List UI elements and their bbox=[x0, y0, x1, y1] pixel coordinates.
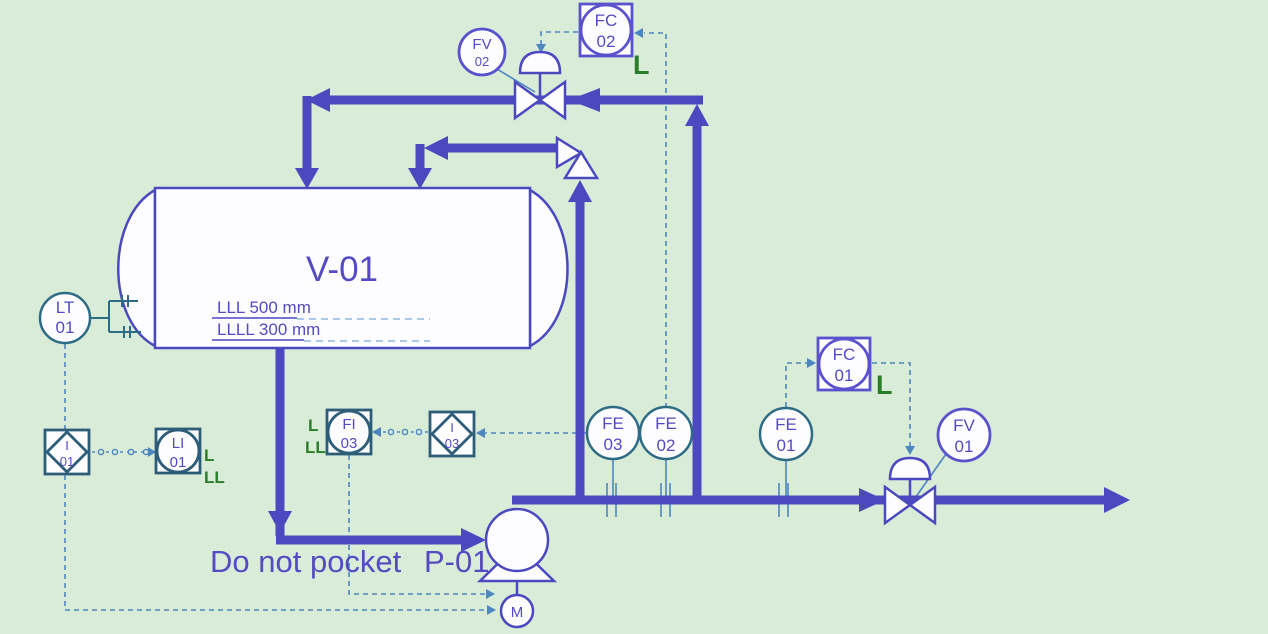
fc01-line1: FC bbox=[833, 345, 856, 364]
arrow-into-fv01-actuator bbox=[905, 446, 915, 455]
fv02-leader bbox=[496, 68, 536, 93]
fv01-actuator-dome bbox=[888, 456, 932, 481]
fv02-actuator-dome bbox=[518, 50, 562, 75]
pump-tag: P-01 bbox=[424, 544, 489, 579]
control-valve-fv02[interactable] bbox=[513, 50, 567, 121]
vessel-level-llll: LLLL 300 mm bbox=[217, 320, 320, 339]
motor-circle bbox=[499, 593, 535, 629]
lt01-taps bbox=[90, 295, 141, 338]
arrow-into-vessel-2 bbox=[408, 168, 432, 189]
pump-casing bbox=[484, 507, 550, 573]
flow-arrow-outlet bbox=[1104, 487, 1130, 513]
fi03-alarm-ll: LL bbox=[305, 438, 326, 457]
instrument-fe03[interactable]: FE 03 bbox=[585, 405, 641, 461]
li01-alarm-l: L bbox=[204, 446, 214, 465]
instrument-fi03[interactable]: FI 03 L LL bbox=[305, 408, 373, 457]
fe03-line2: 03 bbox=[604, 435, 623, 454]
signal-fc02-fv02 bbox=[540, 31, 578, 45]
i03-diamond bbox=[430, 412, 474, 456]
instrument-fe01[interactable]: FE 01 bbox=[758, 406, 814, 462]
flow-arrow-into-pump bbox=[461, 528, 486, 552]
arrow-into-motor-low bbox=[487, 605, 496, 615]
fi03-line1: FI bbox=[342, 416, 355, 433]
flow-arrow-left-minflow bbox=[424, 136, 448, 160]
li01-line1: LI bbox=[172, 435, 185, 452]
arrow-into-vessel-1 bbox=[295, 168, 319, 189]
arrow-into-motor-high bbox=[486, 589, 495, 599]
i03-line1: I bbox=[450, 420, 454, 435]
i03-line2: 03 bbox=[445, 436, 459, 451]
fv02-line2: 02 bbox=[475, 54, 489, 69]
fe02-line1: FE bbox=[655, 414, 677, 433]
fv02-body-left bbox=[513, 79, 543, 121]
fv02-body-right bbox=[537, 79, 567, 121]
vessel-tag: V-01 bbox=[306, 250, 378, 289]
fv02-line1: FV bbox=[472, 36, 491, 53]
fi03-alarm-l: L bbox=[308, 416, 318, 435]
vessel-v01[interactable]: V-01 LLL 500 mm LLLL 300 mm bbox=[117, 186, 569, 350]
fe03-line1: FE bbox=[602, 414, 624, 433]
controller-fc02[interactable]: FC 02 L bbox=[578, 2, 650, 80]
vessel-level-lll: LLL 500 mm bbox=[217, 298, 311, 317]
fv01-line2: 01 bbox=[955, 437, 974, 456]
arrow-into-fc02 bbox=[634, 28, 643, 38]
arrow-into-li01 bbox=[148, 447, 156, 457]
do-not-pocket-note: Do not pocket bbox=[210, 544, 402, 579]
fc01-alarm-l: L bbox=[876, 370, 893, 400]
instrument-lt01[interactable]: LT 01 bbox=[38, 291, 92, 345]
check-valve-bottom-triangle bbox=[562, 149, 600, 180]
fe01-line1: FE bbox=[775, 415, 797, 434]
fc02-line1: FC bbox=[595, 11, 618, 30]
fi03-line2: 03 bbox=[341, 435, 358, 452]
fc02-alarm-l: L bbox=[633, 50, 650, 80]
interlock-i03[interactable]: I 03 bbox=[428, 410, 476, 458]
li01-alarm-ll: LL bbox=[204, 468, 225, 487]
check-valve-minflow[interactable] bbox=[555, 135, 600, 180]
lt01-line2: 01 bbox=[56, 318, 75, 337]
instrument-li01[interactable]: LI 01 L LL bbox=[154, 427, 225, 487]
motor-label: M bbox=[511, 604, 524, 621]
flow-arrow-up-riser bbox=[685, 104, 709, 126]
arrow-into-fv02-actuator bbox=[536, 44, 546, 53]
control-valve-fv01[interactable] bbox=[883, 456, 937, 526]
arrow-into-fc01 bbox=[807, 358, 816, 368]
fc02-line2: 02 bbox=[597, 32, 616, 51]
signal-fe01-fc01 bbox=[785, 362, 808, 407]
interlock-i01[interactable]: I 01 bbox=[43, 428, 91, 476]
instrument-fv01[interactable]: FV 01 bbox=[936, 407, 992, 463]
fv01-body-right bbox=[907, 484, 937, 526]
signal-i01-motor bbox=[64, 475, 493, 611]
i01-line1: I bbox=[65, 438, 69, 453]
flow-arrow-down-outlet bbox=[268, 511, 292, 533]
i01-line2: 01 bbox=[60, 454, 74, 469]
flow-arrow-into-fv01 bbox=[859, 488, 885, 512]
fv01-line1: FV bbox=[953, 416, 975, 435]
check-valve-left-triangle bbox=[555, 135, 584, 170]
fe02-line2: 02 bbox=[657, 436, 676, 455]
flow-arrow-into-fv02 bbox=[569, 88, 600, 112]
signal-lines bbox=[60, 28, 915, 615]
vessel-left-head bbox=[117, 187, 157, 349]
i01-diamond bbox=[45, 430, 89, 474]
pump-p01[interactable] bbox=[476, 507, 558, 595]
fc01-line2: 01 bbox=[835, 366, 854, 385]
instrument-fv02[interactable]: FV 02 bbox=[457, 27, 507, 77]
fv01-body-left bbox=[883, 484, 913, 526]
flow-arrow-up-minflow bbox=[568, 180, 592, 202]
signal-fe02-fc02 bbox=[644, 32, 667, 408]
signal-fc01-fv01 bbox=[872, 362, 911, 446]
flow-arrow-left-top bbox=[306, 88, 330, 112]
arrow-into-fi03 bbox=[372, 427, 381, 437]
motor-m[interactable]: M bbox=[499, 593, 535, 629]
controller-fc01[interactable]: FC 01 L bbox=[816, 336, 893, 400]
li01-line2: 01 bbox=[170, 454, 187, 471]
arrow-into-i03 bbox=[476, 428, 485, 438]
fe01-line2: 01 bbox=[777, 436, 796, 455]
instrument-fe02[interactable]: FE 02 bbox=[638, 405, 694, 461]
vessel-right-head bbox=[528, 187, 569, 349]
lt01-line1: LT bbox=[56, 298, 75, 317]
signal-fi03-motor bbox=[348, 455, 492, 595]
vessel-shell bbox=[153, 186, 532, 350]
